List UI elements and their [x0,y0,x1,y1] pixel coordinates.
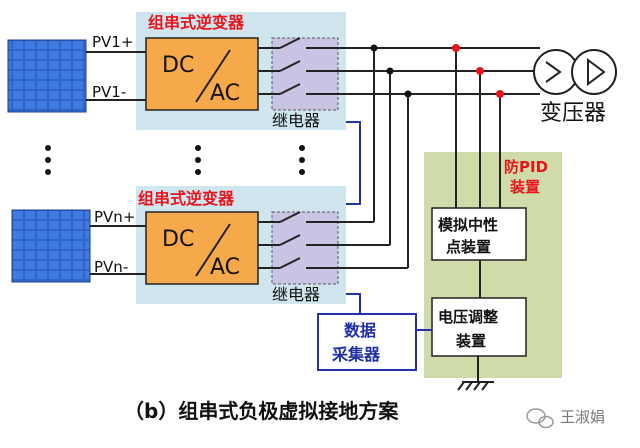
signal-wires [346,121,432,331]
inverter-title-bottom: 组串式逆变器 [138,189,235,208]
junction-dots [370,44,412,98]
voltage-box-line1: 电压调整 [438,308,498,326]
pv-minus-label-bottom: PVn- [94,258,128,276]
relay-switches-top [258,37,540,95]
figure-caption: （b）组串式负极虚拟接地方案 [124,399,399,423]
pv-panel-top [7,39,87,113]
transformer-symbol: 变压器 [533,49,617,126]
relay-label-top: 继电器 [272,111,320,130]
bus-vertical-wires [373,48,409,268]
pid-device-panel: 防PID 装置 模拟中性 点装置 电压调整 装置 [424,152,562,378]
pv-plus-label-top: PV1+ [92,33,133,51]
relay-switches-bottom [258,211,408,269]
pid-tap-dots [452,44,504,98]
ellipsis-dots [45,145,305,175]
relay-box-bottom [271,211,339,285]
pid-title-line2: 装置 [509,178,540,196]
pid-tap-wires [455,48,501,208]
pv-minus-label-top: PV1- [92,83,126,101]
data-collector: 数据 采集器 [317,313,417,371]
wechat-icon [526,408,554,429]
pv-plus-label-bottom: PVn+ [94,208,135,226]
dc-ac-converter-bottom [145,211,259,285]
voltage-box-line2: 装置 [455,332,486,350]
dc-label-bottom: DC [162,227,194,252]
transformer-label: 变压器 [540,101,606,126]
watermark: 王淑娟 [560,408,605,426]
relay-box-top [271,37,339,111]
ac-label-top: AC [210,81,240,106]
pv-wires-top: PV1+ PV1- [86,33,146,101]
pid-title-line1: 防PID [504,158,548,176]
ac-label-bottom: AC [210,255,240,280]
pv-wires-bottom: PVn+ PVn- [90,208,146,276]
collector-line2: 采集器 [331,345,381,364]
collector-line1: 数据 [344,321,376,340]
pv-panel-bottom [11,209,91,283]
relay-label-bottom: 继电器 [272,285,320,304]
dc-ac-converter-top [145,37,259,111]
ground-symbol [457,356,494,391]
inverter-title-top: 组串式逆变器 [148,13,245,32]
neutral-box-line1: 模拟中性 [438,216,498,234]
neutral-box-line2: 点装置 [446,238,491,256]
dc-label-top: DC [162,53,194,78]
